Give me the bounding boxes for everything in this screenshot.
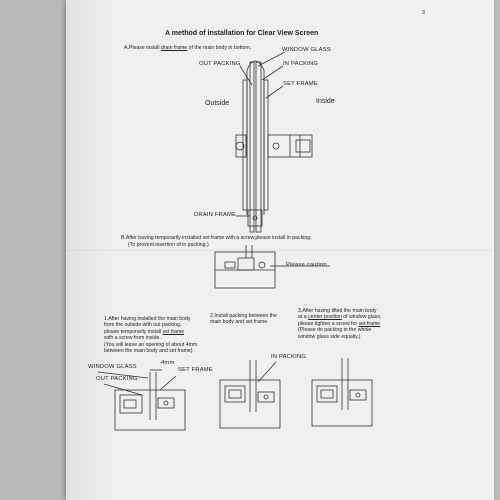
- step-a-suffix: of the main body in bottom.: [187, 45, 252, 51]
- label-bottom-window-glass: WINDOW GLASS: [88, 364, 137, 370]
- step-1-line3-text: please temporarily install: [104, 328, 163, 335]
- step-b-line1: B.After having temporarily installed set…: [121, 235, 312, 241]
- step-a-text: A.Please install drain frame of the main…: [124, 45, 251, 51]
- paper-fold: [66, 250, 494, 251]
- step-a-link: drain frame: [160, 45, 188, 51]
- step-b-line2: (To provent insertion of in packing.): [128, 242, 209, 248]
- step-3-line1: 3.After having lifted the main body: [298, 308, 377, 314]
- page-number: 3: [422, 10, 425, 16]
- step-3-line3-link: set frame: [358, 320, 381, 327]
- step-1-line6: between the main body and set frame): [104, 348, 193, 355]
- label-bottom-in-packing: IN PACKING: [271, 354, 307, 360]
- step-3-line3: please tighten a screw for set frame: [298, 321, 381, 327]
- label-please-caution: Please caution: [286, 262, 327, 268]
- step-1-line4: with a screw from inside.: [104, 335, 161, 342]
- step-2-text: 2.Install packing between the main body …: [210, 313, 277, 326]
- page-title: A method of installation for Clear View …: [165, 30, 319, 37]
- step-b-diagram: [214, 245, 330, 289]
- step-2-diagram: [219, 360, 281, 429]
- step-3-line3-prefix: please tighten a screw for: [298, 320, 359, 327]
- step-2-line2: main body and set frame.: [210, 319, 269, 326]
- step-2-line1: 2.Install packing between the: [210, 313, 277, 319]
- step-3-text: 3.After having lifted the main body at a…: [298, 308, 381, 340]
- step-1-line2: from the outside with out packing,: [104, 322, 182, 329]
- step-3-line5: window glass side equally.): [298, 333, 361, 340]
- step-3-line2-suffix: of window glass,: [341, 314, 382, 321]
- step-1-line5: (You will leave an opening of about 4mm: [104, 341, 198, 348]
- label-drain-frame: DRAIN FRAME: [194, 212, 237, 218]
- step-3-line2-link: center position: [308, 314, 342, 321]
- label-set-frame: SET FRAME: [283, 81, 318, 87]
- label-inside: Inside: [316, 98, 335, 105]
- step-1-line3: please temporarily install set frame: [104, 329, 197, 335]
- step-3-line2: at a center position of window glass,: [298, 314, 381, 320]
- label-window-glass: WINDOW GLASS: [282, 47, 331, 53]
- step-1-line3-link: set frame: [162, 328, 185, 335]
- step-1-text: 1.After having installed the main body f…: [104, 316, 197, 354]
- step-3-line2-prefix: at a: [298, 314, 309, 321]
- step-a-prefix: A.Please install: [124, 45, 161, 51]
- label-outside: Outside: [205, 100, 230, 107]
- step-3-diagram: [311, 358, 373, 427]
- step-1-line1: 1.After having installed the main body: [104, 316, 191, 322]
- label-bottom-out-packing: OUT PACKING: [96, 376, 138, 382]
- label-out-packing: OUT PACKING: [199, 61, 241, 67]
- label-gap-4mm: 4mm: [161, 360, 175, 366]
- step-1-diagram: [97, 369, 186, 431]
- label-bottom-set-frame: SET FRAME: [178, 367, 213, 373]
- label-in-packing: IN PACKING: [283, 61, 319, 67]
- step-3-line4: (Please do packing in the whole: [298, 327, 372, 334]
